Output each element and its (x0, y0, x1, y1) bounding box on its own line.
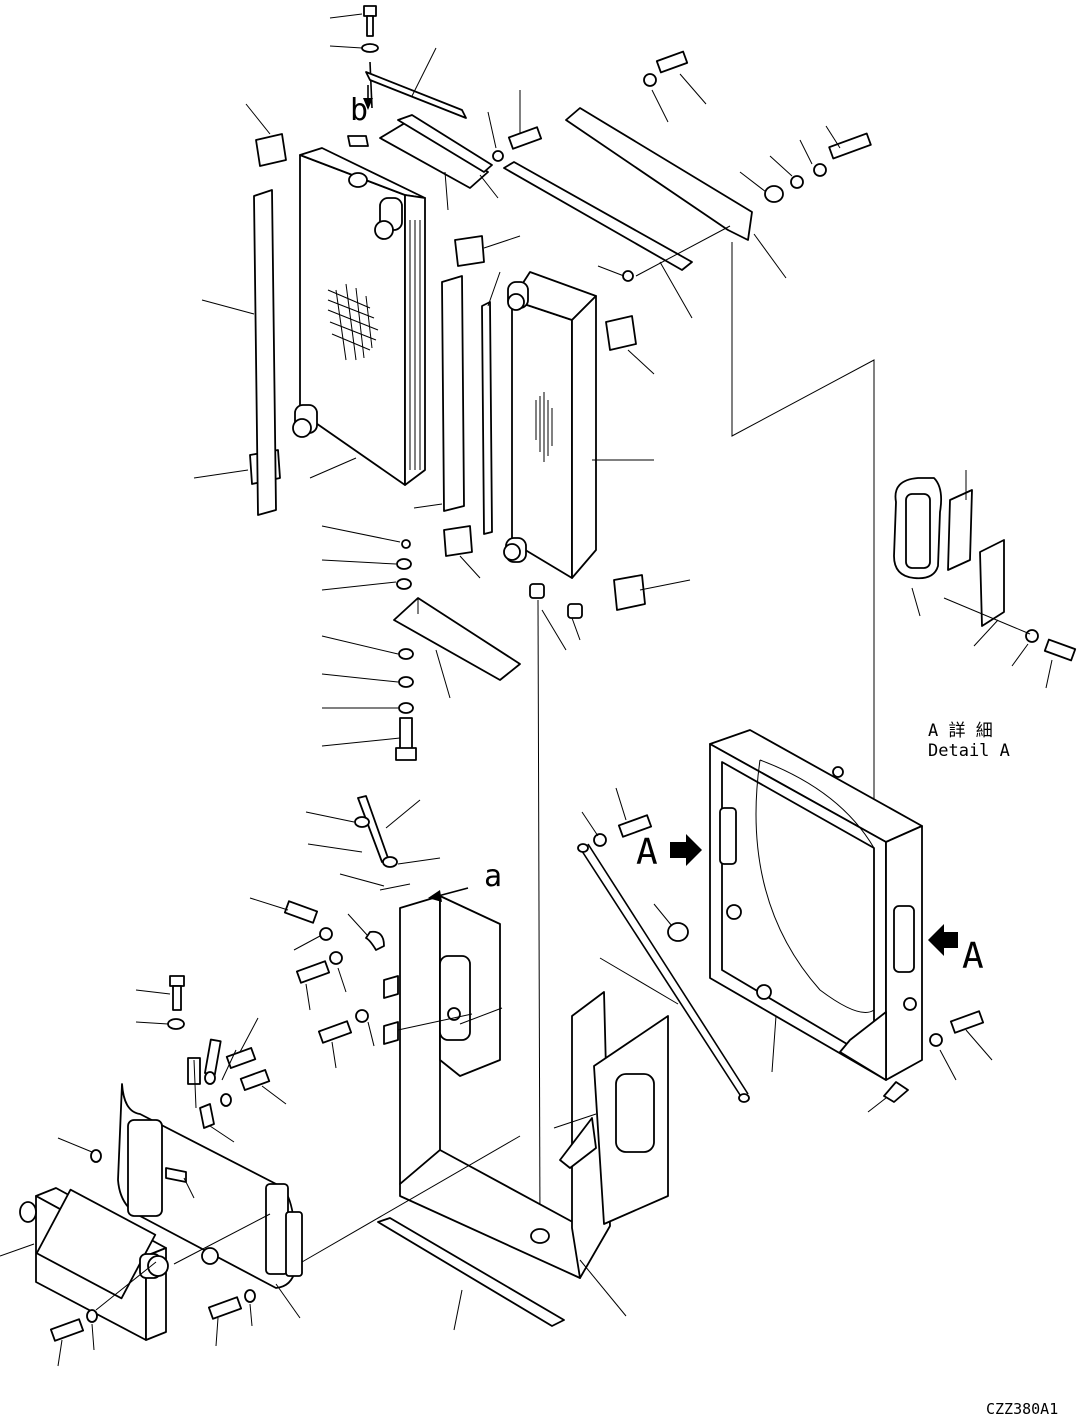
oil-cooler-core (0, 1187, 271, 1341)
reference-b: b (350, 85, 373, 128)
aftercooler-core (503, 271, 654, 579)
section-marker-a-right: A (928, 924, 984, 977)
bottom-foam-strip (377, 1217, 565, 1331)
reference-a: a (428, 859, 502, 902)
fan-shroud (709, 729, 923, 1081)
detail-a-jp: A 詳 細 (928, 721, 993, 741)
tie-rod (577, 843, 750, 1103)
detail-leader (731, 242, 875, 830)
foam-strips (201, 189, 501, 535)
marker-a-left-label: A (636, 832, 658, 873)
rubber-cushions (529, 583, 583, 1231)
ref-b-label: b (350, 93, 368, 128)
radiator-core (292, 147, 426, 486)
section-marker-a-left: A (636, 832, 702, 873)
main-frame (399, 895, 669, 1317)
oil-cooler-hardware (49, 975, 301, 1367)
lower-radiator-mount (321, 525, 521, 761)
frame-hardware (249, 795, 473, 1069)
radiator-top-bracket (347, 114, 499, 211)
top-bolt-stack (329, 5, 467, 119)
marker-a-right-label: A (962, 936, 984, 977)
ref-a-label: a (484, 859, 502, 894)
upper-right-brackets (487, 50, 872, 319)
drawing-code: CZZ380A1 (986, 1400, 1058, 1418)
detail-a-group: A 詳 細 Detail A (893, 470, 1077, 761)
oil-cooler-frame (117, 1083, 521, 1289)
shroud-hardware (581, 787, 993, 1113)
detail-a-en: Detail A (928, 741, 1010, 761)
